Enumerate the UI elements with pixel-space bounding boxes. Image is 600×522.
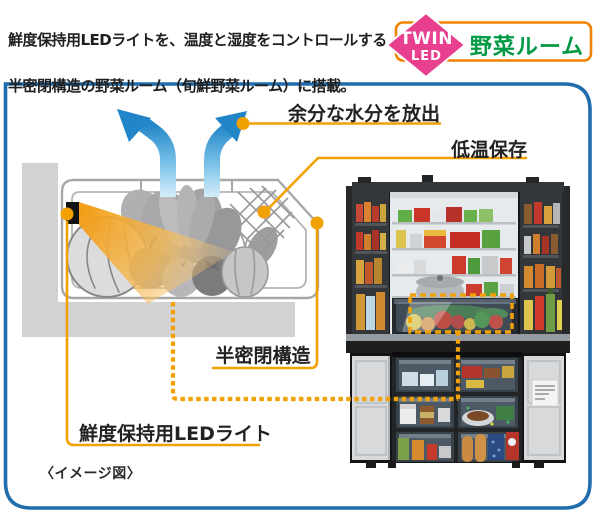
wall-shape <box>22 163 295 337</box>
led-callout-dot <box>60 207 74 221</box>
lowtemp-callout-line <box>263 156 527 214</box>
twin-led-badge <box>385 11 593 79</box>
badge-twin-text: TWIN <box>400 29 453 49</box>
arrow-up-left-head-icon <box>117 109 151 142</box>
moisture-callout-dot <box>236 117 250 130</box>
vegetable-room-drawer <box>392 298 518 334</box>
led-light-cone <box>79 202 235 304</box>
led-callout-line <box>65 221 260 447</box>
badge-diamond-icon <box>385 11 467 79</box>
semi-callout-line <box>212 229 319 370</box>
refrigerator-photo <box>346 175 570 468</box>
callout-dots <box>60 117 324 230</box>
label-led-light: 鮮度保持用LEDライト <box>79 423 272 445</box>
badge-room-label: 野菜ルーム <box>469 35 585 60</box>
label-low-temp-storage: 低温保存 <box>450 139 527 161</box>
arrow-up-right-icon <box>204 119 240 197</box>
header-line1: 鮮度保持用LEDライトを、温度と湿度をコントロールする <box>8 31 387 49</box>
airflow-arrows <box>117 109 247 197</box>
lowtemp-callout-dot <box>257 205 271 219</box>
label-semi-sealed-structure: 半密閉構造 <box>215 345 311 367</box>
image-caption: 〈イメージ図〉 <box>40 466 142 482</box>
header-description: 鮮度保持用LEDライトを、温度と湿度をコントロールする 半密閉構造の野菜ルーム（… <box>8 29 387 98</box>
label-release-moisture: 余分な水分を放出 <box>287 103 440 125</box>
dashed-connector <box>170 293 514 402</box>
semi-callout-dot <box>310 216 324 230</box>
veg-room-highlight-box <box>408 293 514 334</box>
badge-led-text: LED <box>411 49 442 64</box>
callout-lines <box>65 122 527 447</box>
header-line2: 半密閉構造の野菜ルーム（旬鮮野菜ルーム）に搭載。 <box>8 77 356 95</box>
arrow-up-left-icon <box>138 117 176 197</box>
